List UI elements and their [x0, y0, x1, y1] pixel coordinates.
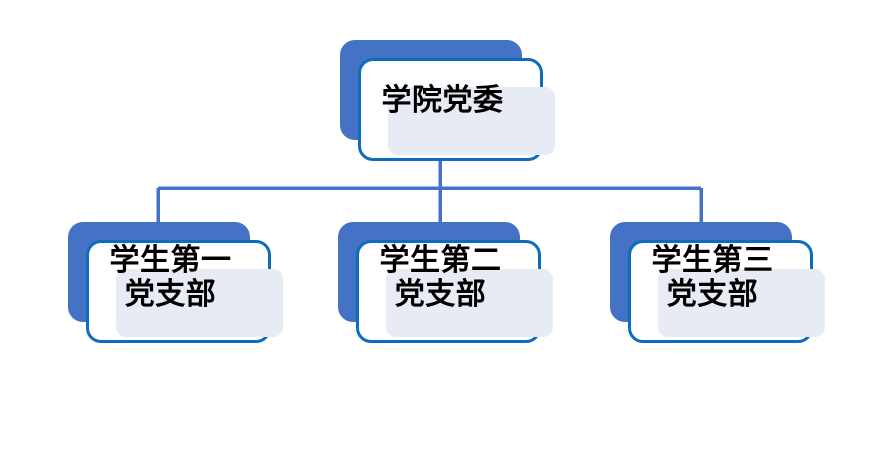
node-root-panel — [388, 87, 555, 155]
node-child-3-body[interactable] — [628, 240, 825, 343]
node-child-2-label: 学生第二 党支部 — [379, 244, 502, 311]
node-child-2[interactable]: 学生第二 党支部 — [338, 222, 553, 347]
node-child-1[interactable]: 学生第一 党支部 — [68, 222, 283, 347]
node-root-label: 学院党委 — [381, 84, 504, 117]
node-child-2-body[interactable] — [356, 240, 553, 343]
node-child-1-panel — [116, 269, 283, 337]
node-child-2-panel — [386, 269, 553, 337]
node-child-3[interactable]: 学生第三 党支部 — [610, 222, 825, 347]
node-child-3-panel — [658, 269, 825, 337]
node-root[interactable]: 学院党委 — [340, 40, 555, 165]
node-child-3-label: 学生第三 党支部 — [651, 244, 774, 311]
node-root-body[interactable] — [358, 58, 555, 161]
node-child-1-body[interactable] — [86, 240, 283, 343]
node-child-1-label: 学生第一 党支部 — [109, 244, 232, 311]
